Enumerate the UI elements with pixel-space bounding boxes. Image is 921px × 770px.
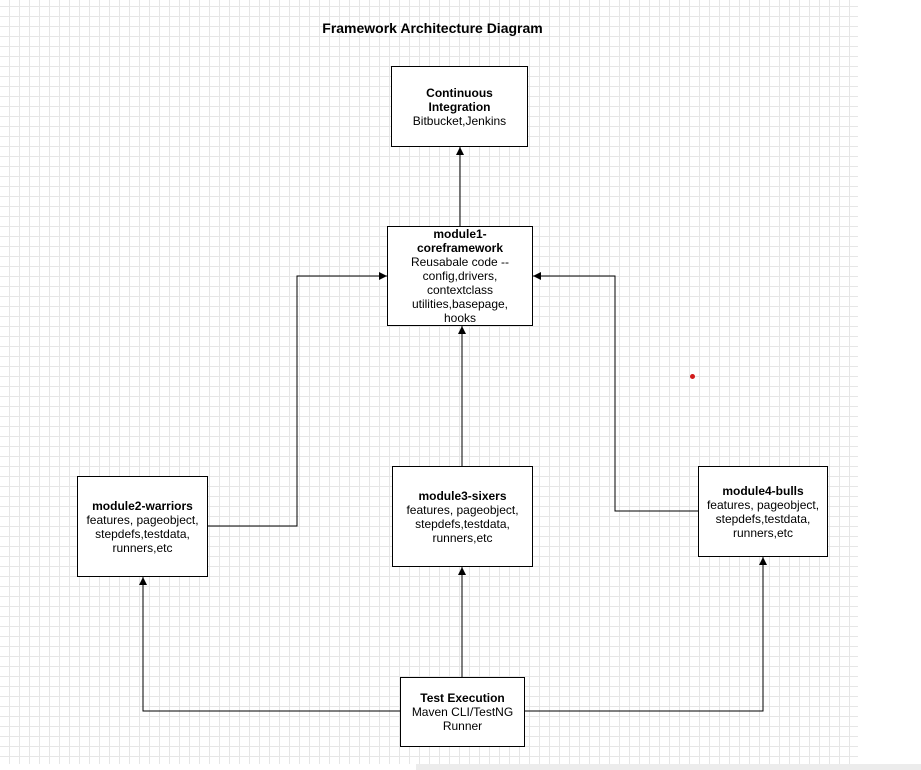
node-core-line: Reusabale code -- <box>410 255 510 269</box>
node-sixers-line: features, pageobject, <box>406 502 519 517</box>
node-core-line: hooks <box>443 311 477 325</box>
node-module4-bulls[interactable]: module4-bulls features, pageobject, step… <box>698 466 828 557</box>
node-exec-line: Maven CLI/TestNG <box>411 705 514 719</box>
node-bulls-line: stepdefs,testdata, <box>715 511 811 526</box>
node-core-title: module1-coreframework <box>416 227 504 255</box>
node-exec-line: Runner <box>442 719 483 733</box>
node-core-line: contextclass <box>426 283 494 297</box>
node-module3-sixers[interactable]: module3-sixers features, pageobject, ste… <box>392 466 533 567</box>
node-warriors-line: stepdefs,testdata, <box>95 526 190 541</box>
node-warriors-line: features, pageobject, <box>86 512 199 527</box>
node-sixers-title: module3-sixers <box>418 488 507 503</box>
node-bulls-line: runners,etc <box>732 525 794 540</box>
node-core-line: utilities,basepage, <box>411 297 509 311</box>
edge-exec-to-bulls[interactable] <box>525 557 767 712</box>
node-core-line: config,drivers, <box>422 269 498 283</box>
edge-bulls-to-core[interactable] <box>533 272 698 512</box>
node-module1-coreframework[interactable]: module1-coreframework Reusabale code -- … <box>387 226 533 326</box>
node-warriors-title: module2-warriors <box>92 498 193 513</box>
node-sixers-line: runners,etc <box>432 530 493 545</box>
node-warriors-line: runners,etc <box>112 540 173 555</box>
diagram-title: Framework Architecture Diagram <box>322 20 543 36</box>
node-ci-title: Continuous Integration <box>426 85 493 114</box>
node-module2-warriors[interactable]: module2-warriors features, pageobject, s… <box>77 476 208 577</box>
red-marker-dot <box>690 374 695 379</box>
canvas-scrollbar[interactable] <box>416 764 921 770</box>
edge-exec-to-warriors[interactable] <box>139 577 400 712</box>
node-test-execution[interactable]: Test Execution Maven CLI/TestNG Runner <box>400 677 525 747</box>
node-bulls-line: features, pageobject, <box>706 497 820 512</box>
edge-warriors-to-core[interactable] <box>208 272 387 527</box>
node-sixers-line: stepdefs,testdata, <box>415 516 510 531</box>
node-exec-title: Test Execution <box>420 691 505 705</box>
node-ci-line: Bitbucket,Jenkins <box>412 113 507 128</box>
node-bulls-title: module4-bulls <box>722 483 804 498</box>
node-continuous-integration[interactable]: Continuous Integration Bitbucket,Jenkins <box>391 66 528 147</box>
